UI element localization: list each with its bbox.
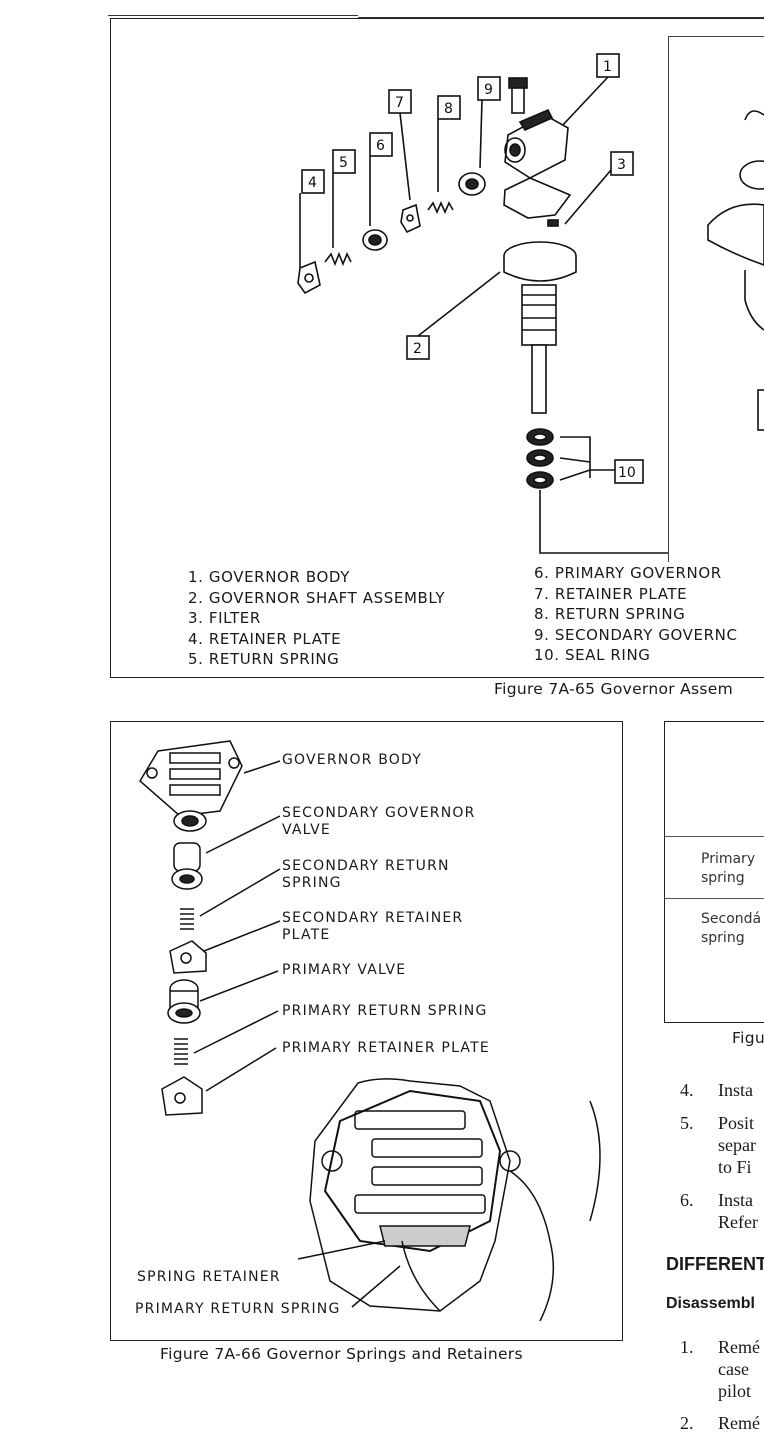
- table-cell: spring: [701, 870, 745, 886]
- step-number: 4.: [680, 1080, 694, 1100]
- section-heading: DIFFERENT: [666, 1254, 764, 1274]
- table-cell: spring: [701, 930, 745, 946]
- legend-item: 4. RETAINER PLATE: [188, 629, 342, 648]
- top-rule: [108, 15, 358, 16]
- table-cell: Secondá: [701, 911, 762, 927]
- callout-6: 6: [376, 138, 385, 154]
- label-secondary-return-spring-1: SECONDARY RETURN: [282, 858, 450, 874]
- callout-3: 3: [617, 157, 626, 173]
- callout-2: 2: [413, 341, 422, 357]
- legend-item: 6. PRIMARY GOVERNOR: [534, 564, 722, 582]
- label-secondary-governor-valve-1: SECONDARY GOVERNOR: [282, 805, 476, 821]
- step-text: Refer: [718, 1212, 758, 1232]
- callout-10: 10: [618, 465, 636, 481]
- governor-springs-illustration: [139, 740, 601, 1322]
- step-text: pilot: [718, 1381, 752, 1401]
- legend-item: 1. GOVERNOR BODY: [188, 568, 350, 586]
- figure-7a-65-caption: Figure 7A-65 Governor Assem: [494, 680, 734, 698]
- section-subheading: Disassembl: [666, 1295, 755, 1312]
- adjacent-figure-frame: [668, 36, 764, 562]
- parts-legend-right: 6. PRIMARY GOVERNOR 7. RETAINER PLATE 8.…: [534, 563, 738, 666]
- step-text: to Fi: [718, 1157, 752, 1177]
- figure-7a-66-frame: [110, 721, 623, 1341]
- figure-7a-65-frame: [110, 18, 764, 678]
- step-text: Insta: [718, 1080, 753, 1100]
- table-caption: Figu: [732, 1029, 764, 1047]
- callout-box-4: [301, 169, 325, 194]
- label-secondary-governor-valve-2: VALVE: [282, 822, 331, 838]
- step-text: Remé: [718, 1337, 760, 1357]
- step-number: 6.: [680, 1190, 694, 1210]
- step-number: 1.: [680, 1337, 694, 1357]
- legend-item: 3. FILTER: [188, 609, 261, 627]
- legend-item: 7. RETAINER PLATE: [534, 584, 688, 603]
- callout-1: 1: [603, 59, 612, 75]
- figure-7a-66-caption: Figure 7A-66 Governor Springs and Retain…: [160, 1345, 523, 1363]
- step-text: Insta: [718, 1190, 753, 1210]
- label-photo-primary-return-spring: PRIMARY RETURN SPRING: [135, 1301, 341, 1317]
- label-primary-retainer-plate: PRIMARY RETAINER PLATE: [282, 1040, 490, 1056]
- table-divider: [665, 836, 764, 837]
- callout-box-5: [332, 149, 356, 174]
- label-secondary-retainer-plate-1: SECONDARY RETAINER: [282, 910, 464, 926]
- callout-box-9: [477, 76, 501, 101]
- legend-item: 2. GOVERNOR SHAFT ASSEMBLY: [188, 588, 446, 607]
- step-text: Posit: [718, 1113, 755, 1133]
- legend-item: 9. SECONDARY GOVERNC: [534, 625, 738, 644]
- label-governor-body: GOVERNOR BODY: [282, 752, 422, 768]
- callout-box-8: [437, 95, 461, 120]
- parts-legend-left: 1. GOVERNOR BODY 2. GOVERNOR SHAFT ASSEM…: [188, 567, 445, 670]
- legend-item: 10. SEAL RING: [534, 646, 651, 664]
- callout-9: 9: [484, 82, 493, 98]
- label-secondary-return-spring-2: SPRING: [282, 875, 342, 891]
- callout-box-6: [369, 132, 393, 157]
- callout-box-3: [610, 151, 634, 176]
- step-text: case: [718, 1359, 749, 1379]
- table-row: Primary spring: [701, 850, 755, 888]
- callout-box-10: [614, 459, 644, 484]
- step-text: separ: [718, 1135, 756, 1155]
- callout-7: 7: [395, 95, 404, 111]
- table-cell: Primary: [701, 851, 756, 867]
- callout-8: 8: [444, 101, 453, 117]
- step-number: 5.: [680, 1113, 694, 1133]
- governor-assembly-exploded-view: 1 2 3 4 5 6 7 8 9 10: [297, 53, 764, 554]
- label-secondary-retainer-plate-2: PLATE: [282, 927, 331, 943]
- label-spring-retainer: SPRING RETAINER: [137, 1269, 281, 1285]
- table-divider: [665, 898, 764, 899]
- step-text: Remé: [718, 1413, 760, 1433]
- spring-specs-table: Primary spring Secondá spring: [664, 721, 764, 1023]
- top-rule-thin: [358, 17, 764, 18]
- table-row: Secondá spring: [701, 910, 761, 948]
- callout-5: 5: [339, 155, 348, 171]
- legend-item: 8. RETURN SPRING: [534, 605, 686, 623]
- callout-4: 4: [308, 175, 317, 191]
- step-number: 2.: [680, 1413, 694, 1433]
- label-primary-return-spring: PRIMARY RETURN SPRING: [282, 1003, 488, 1019]
- legend-item: 5. RETURN SPRING: [188, 650, 340, 668]
- label-primary-valve: PRIMARY VALVE: [282, 962, 407, 978]
